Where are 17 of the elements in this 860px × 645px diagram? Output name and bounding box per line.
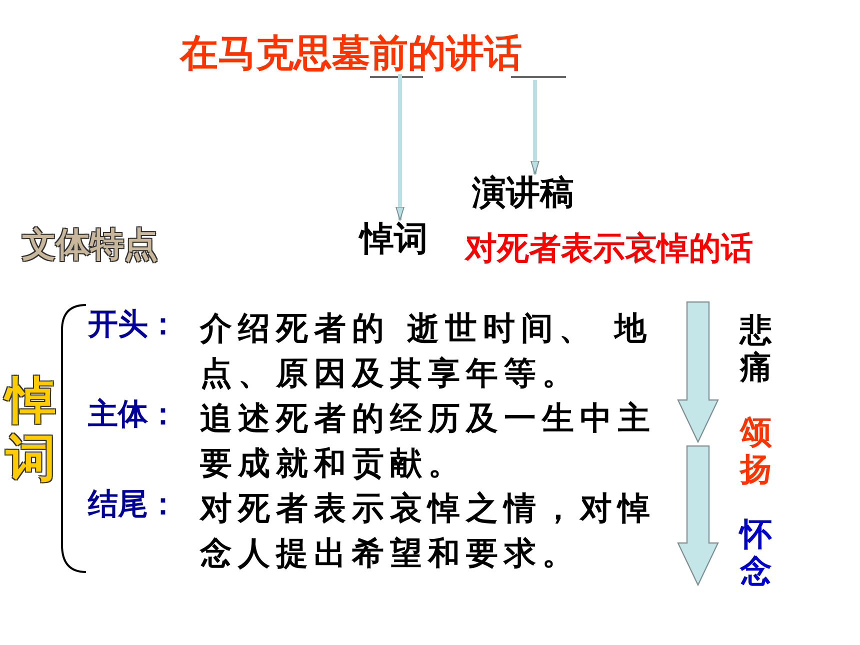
definition-text: 对死者表示哀悼的话: [465, 232, 753, 264]
term-text: 悼词: [360, 222, 428, 256]
row-text: 追述死者的经历及一生中主要成就和贡献。: [200, 398, 657, 484]
term-text: 演讲稿: [472, 176, 574, 210]
row-text: 对死者表示哀悼之情，对悼念人提出希望和要求。: [200, 488, 657, 574]
heading-text: 文体特点: [22, 228, 158, 262]
row-label: 结尾：: [88, 490, 178, 520]
emotion-text: 悲痛: [740, 312, 773, 386]
emotion-text: 颂扬: [740, 414, 773, 488]
emotion-text: 怀念: [740, 516, 773, 590]
row-text: 介绍死者的 逝世时间、 地点、原因及其享年等。: [200, 308, 654, 394]
row-label: 开头：: [88, 310, 178, 340]
vertical-heading: 悼词: [6, 372, 60, 487]
row-label: 主体：: [88, 400, 178, 430]
arrow: [530, 80, 540, 174]
title-text: 在马克思墓前的讲话: [180, 34, 522, 72]
arrow: [396, 74, 404, 220]
